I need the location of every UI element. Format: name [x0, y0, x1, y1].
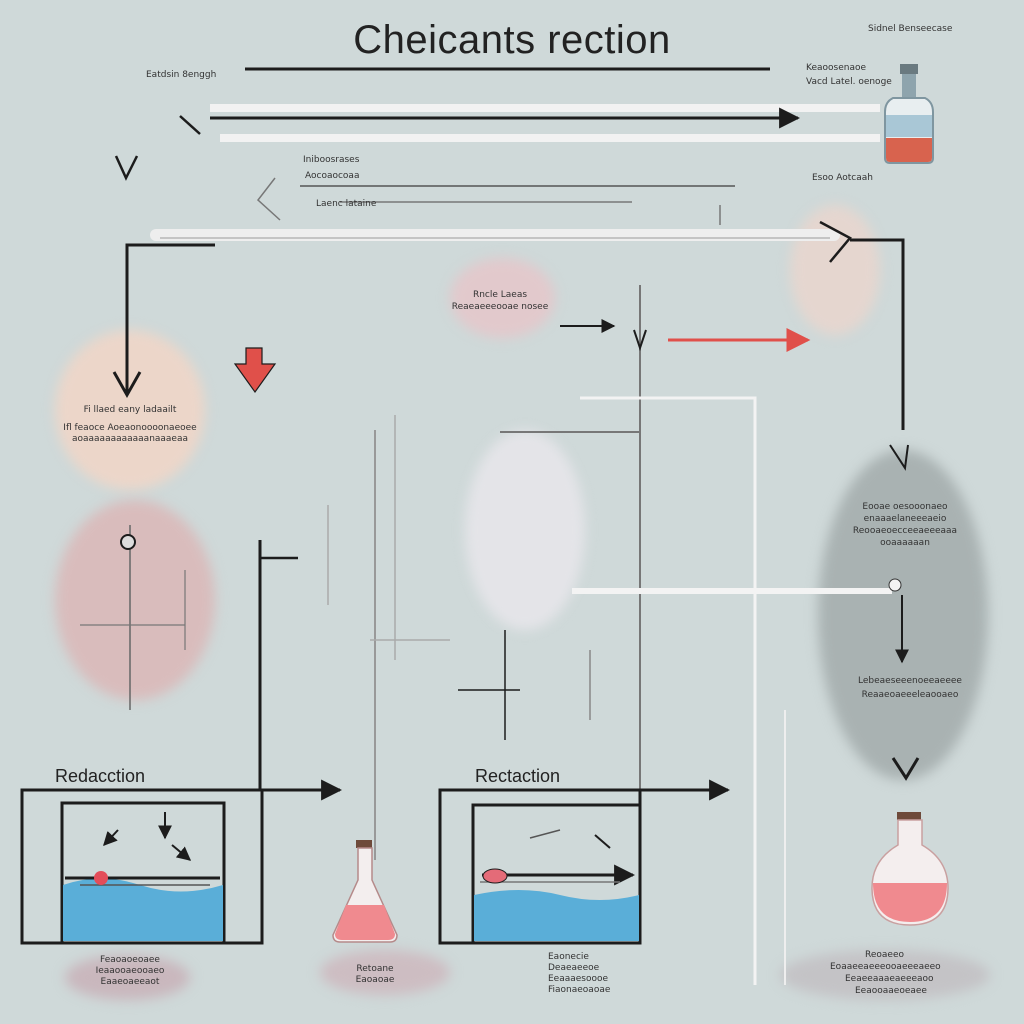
- left-peach-blob: [55, 330, 205, 490]
- top-left-chevron: [114, 155, 139, 181]
- bottom-left-label-2: Ieaaooaeooaeo: [95, 966, 165, 976]
- bottom-right-label-1: Reoaeeo: [865, 950, 904, 960]
- right-mid-label-2: Reaaeoaeeeleaooaeo: [861, 690, 959, 700]
- bottom-left-label-3: Eaaeoaeeaot: [100, 977, 160, 987]
- upper-label-1: Iniboosrases: [303, 155, 360, 165]
- bottom-mid-label-2: Deaeaeeoe: [548, 963, 600, 973]
- round-flask: [871, 812, 949, 926]
- center-pink-blob: [450, 258, 555, 338]
- reaction-mid-label: Rectaction: [475, 766, 561, 786]
- center-blob-label-1: Rncle Laeas: [472, 290, 528, 300]
- bottom-right-label-4: Eeaooaaeoeaee: [855, 986, 927, 996]
- center-blob-label-2: Reaeaeeeooae nosee: [451, 302, 549, 312]
- left-blob-label-1: Fi llaed eany ladaailt: [83, 405, 177, 415]
- top-tube-white: [210, 104, 880, 112]
- bottom-mid-label-3: Eeaaaesoooe: [548, 974, 609, 984]
- reaction-box-mid-inner: [471, 803, 642, 945]
- right-blob-label-2: enaaaelaneeeaeio: [863, 514, 947, 524]
- bottom-right-label-2: Eoaaeeaeeeooaeeeaeeo: [830, 962, 941, 972]
- bottom-left-shadow: [65, 955, 190, 1000]
- upper-label-2: Aocoaocoaa: [305, 171, 360, 181]
- right-blob-label-3: Reooaeoecceeaeeeaaa: [852, 526, 958, 536]
- bottom-right-label-3: Eeaeeaaaeaeeeaoo: [845, 974, 934, 984]
- upper-label-3: Laenc lataine: [316, 199, 377, 209]
- bottom-left-label-1: Feaoaoeoaee: [100, 955, 160, 965]
- white-pipe-right: [580, 396, 757, 985]
- center-white-blob: [465, 430, 585, 630]
- top-right-sub-2: Vacd Latel. oenoge: [806, 77, 892, 87]
- left-blob-label-2: Ifl feaoce Aoeaonoooonaeoee: [63, 423, 197, 433]
- right-blob-label-1: Eooae oesooonaeo: [862, 502, 948, 512]
- bottom-mid-label-1: Eaonecie: [548, 952, 589, 962]
- top-right-sub-1: Keaoosenaoe: [806, 63, 867, 73]
- bottom-right-shadow: [780, 950, 990, 1000]
- bottom-flask-shadow: [320, 950, 450, 995]
- top-right-label: Sidnel Benseecase: [868, 24, 953, 34]
- bottom-flask-label-1: Retoane: [356, 964, 394, 974]
- reagent-bottle: [884, 64, 934, 164]
- right-upper-label: Esoo Aotcaah: [812, 173, 873, 183]
- reaction-left-label: Redacction: [55, 766, 146, 786]
- red-down-arrow: [233, 347, 277, 394]
- left-feed-line: [125, 243, 215, 392]
- bottom-flask-label-2: Eaoaoae: [355, 975, 395, 985]
- diagram-title: Cheicants rection: [353, 18, 671, 62]
- reaction-box-left-inner: [60, 801, 226, 945]
- top-tube-lower-white: [220, 134, 880, 142]
- right-blob-label-4: ooaaaaaan: [880, 538, 930, 548]
- bottom-mid-label-4: Fiaonaeoaoae: [548, 985, 611, 995]
- left-pink-blob: [55, 500, 215, 700]
- top-left-label: Eatdsin 8enggh: [146, 70, 217, 80]
- right-feed-line: [850, 238, 905, 430]
- right-peach-blob: [790, 205, 880, 335]
- middle-tube: [150, 229, 840, 241]
- right-mid-label-1: Lebeaeseeenoeeaeeee: [858, 676, 962, 686]
- erlenmeyer-flask: [332, 840, 398, 943]
- left-blob-label-3: aoaaaaaaaaaaaanaaaeaa: [71, 434, 189, 444]
